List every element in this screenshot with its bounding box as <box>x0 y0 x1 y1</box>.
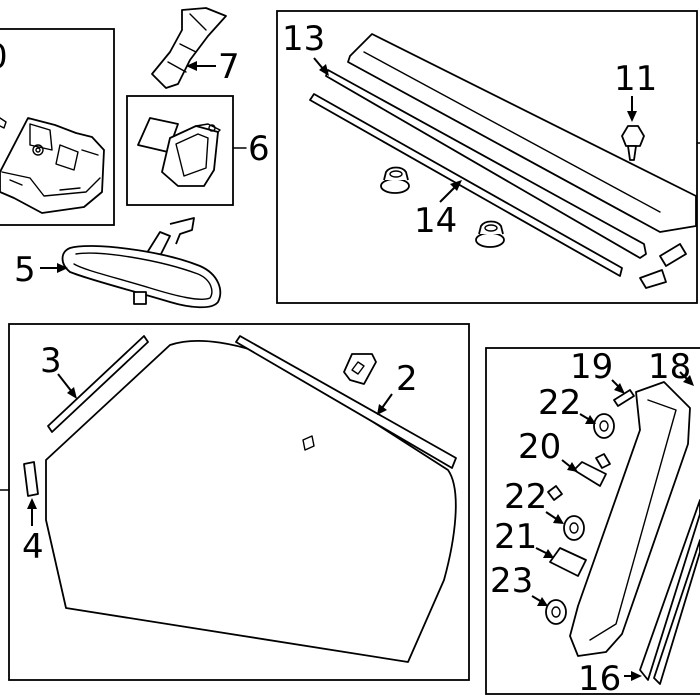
callout-16: 16 <box>578 659 621 699</box>
part-windshield-glass <box>45 339 457 663</box>
frame-pillar <box>485 347 700 695</box>
part-end-caps <box>639 243 687 289</box>
part-23-clip <box>545 599 567 625</box>
callout-22b: 22 <box>504 477 547 517</box>
part-5-mirror <box>61 217 222 309</box>
callout-2: 2 <box>396 359 418 399</box>
frame-windshield <box>8 323 470 681</box>
callout-14: 14 <box>414 201 457 241</box>
callout-21: 21 <box>494 517 537 557</box>
callout-13: 13 <box>282 19 325 59</box>
part-22-clip-b <box>547 485 585 541</box>
part-bracket-tab <box>343 353 377 385</box>
part-4-clip <box>23 461 39 497</box>
part-3-molding <box>47 335 149 433</box>
part-7-bracket <box>151 7 227 89</box>
callout-7: 7 <box>218 47 240 87</box>
callout-4: 4 <box>22 527 44 567</box>
part-22-clip-a <box>593 413 615 439</box>
part-clip-a <box>380 166 410 194</box>
frame-camera-module <box>0 28 115 226</box>
callout-20: 20 <box>518 427 561 467</box>
part-20-pad <box>573 453 611 487</box>
callout-3: 3 <box>40 341 62 381</box>
callout-23: 23 <box>490 561 533 601</box>
part-16-molding <box>639 499 700 685</box>
callout-5: 5 <box>14 250 36 290</box>
part-21-pad <box>549 547 587 577</box>
frame-rain-sensor <box>126 95 234 206</box>
callout-19: 19 <box>570 347 613 387</box>
callout-6: 6 <box>248 129 270 169</box>
part-11-push-pin <box>621 125 645 161</box>
part-6-rain-sensor <box>137 117 221 187</box>
frame-roof-molding <box>276 10 698 304</box>
part-2-molding <box>235 335 457 469</box>
part-clip-b <box>475 220 505 248</box>
part-roof-panel <box>347 33 697 233</box>
part-14-strip <box>309 93 623 277</box>
callout-11: 11 <box>614 59 657 99</box>
part-18-pillar-trim <box>569 381 691 657</box>
callout-0: 0 <box>0 37 8 77</box>
camera-module <box>0 117 105 214</box>
callout-22a: 22 <box>538 383 581 423</box>
callout-18: 18 <box>648 347 691 387</box>
